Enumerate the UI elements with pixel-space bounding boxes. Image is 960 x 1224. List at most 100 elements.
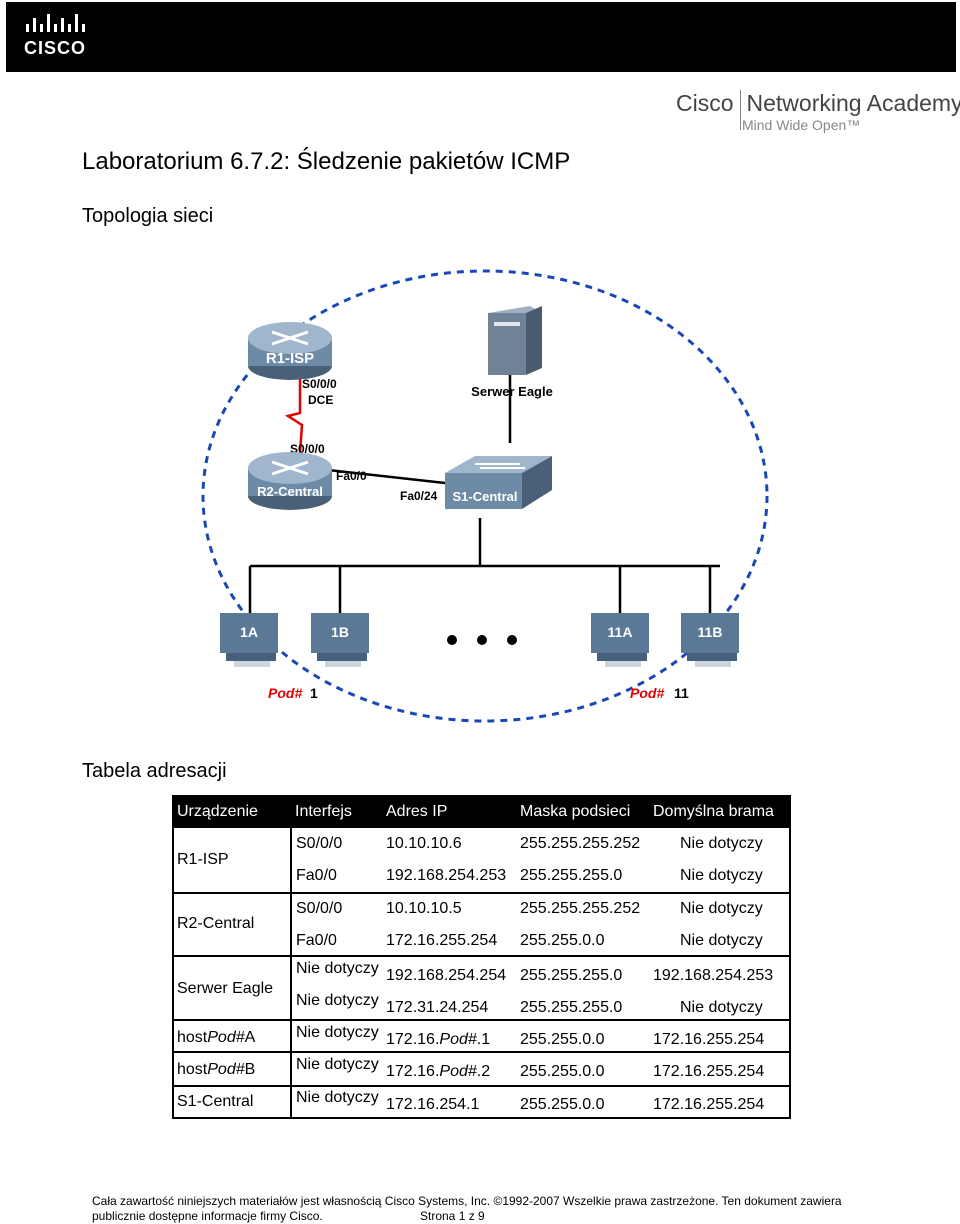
r2-central-router-icon xyxy=(248,452,332,510)
table-cell: 10.10.10.5 xyxy=(386,900,462,917)
ip-suffix: .2 xyxy=(476,1063,491,1080)
host-a-pod: Pod# xyxy=(207,1029,245,1046)
ip-prefix: 172.16. xyxy=(386,1063,440,1080)
serial-link xyxy=(284,378,304,454)
table-cell: S0/0/0 xyxy=(296,900,343,917)
header-bar: CISCO xyxy=(6,2,956,72)
pod11-number: 11 xyxy=(674,685,689,701)
table-cell: 255.255.0.0 xyxy=(520,932,605,949)
table-cell: 172.16.254.1 xyxy=(386,1096,480,1113)
host-11b-icon xyxy=(681,613,739,667)
addressing-table: Urządzenie Interfejs Adres IP Maska pods… xyxy=(172,795,791,1119)
host-b-pod: Pod# xyxy=(207,1061,245,1078)
table-cell: 172.16.255.254 xyxy=(386,932,498,949)
table-cell: Nie dotyczy xyxy=(680,999,763,1016)
row-divider xyxy=(174,1085,791,1087)
table-cell: Fa0/0 xyxy=(296,867,337,884)
ip-prefix: 172.16. xyxy=(386,1031,440,1048)
table-cell: Nie dotyczy xyxy=(680,932,763,949)
switch-label: S1-Central xyxy=(452,489,517,504)
ip-suffix: .1 xyxy=(476,1031,491,1048)
page-number: Strona 1 z 9 xyxy=(420,1209,485,1223)
topology-diagram: R1-ISP S0/0/0 DCE S0/0/0 R2-Central Fa0/… xyxy=(201,269,769,723)
table-cell: Nie dotyczy xyxy=(296,960,379,977)
header-interface: Interfejs xyxy=(295,803,352,820)
device-host-b: hostPod#B xyxy=(177,1061,255,1079)
academy-divider xyxy=(739,90,741,130)
table-cell: Nie dotyczy xyxy=(680,900,763,917)
host-1b-label: 1B xyxy=(331,624,349,640)
ellipsis-dots xyxy=(447,635,517,645)
r1-dce: DCE xyxy=(308,393,333,407)
cisco-bridge-icon xyxy=(26,14,85,32)
host-a-suffix: A xyxy=(244,1029,256,1046)
row-divider xyxy=(174,892,791,894)
table-cell: S0/0/0 xyxy=(296,835,343,852)
table-cell: Nie dotyczy xyxy=(296,1024,379,1041)
table-cell: 192.168.254.253 xyxy=(386,867,507,884)
table-cell: 192.168.254.254 xyxy=(386,967,507,984)
table-cell: 172.16.255.254 xyxy=(653,1063,765,1080)
table-heading: Tabela adresacji xyxy=(82,760,227,782)
table-cell: 172.31.24.254 xyxy=(386,999,489,1016)
copyright-line-1: Cała zawartość niniejszych materiałów je… xyxy=(92,1194,842,1208)
table-cell-ip-host-b: 172.16.Pod#.2 xyxy=(386,1063,490,1081)
switch-icon xyxy=(445,456,552,509)
academy-name: Networking Academy xyxy=(746,90,960,116)
table-cell: 255.255.255.0 xyxy=(520,967,623,984)
host-b-suffix: B xyxy=(244,1061,256,1078)
row-divider xyxy=(174,1019,791,1021)
cisco-wordmark: CISCO xyxy=(24,38,87,58)
table-cell: Nie dotyczy xyxy=(680,867,763,884)
table-cell: Nie dotyczy xyxy=(296,1056,379,1073)
table-cell: 255.255.255.252 xyxy=(520,835,641,852)
table-header-row: Urządzenie Interfejs Adres IP Maska pods… xyxy=(174,797,789,828)
host-a-prefix: host xyxy=(177,1029,208,1046)
ip-pod: Pod# xyxy=(439,1031,477,1048)
pod1-prefix: Pod# xyxy=(268,685,302,701)
host-11b-label: 11B xyxy=(698,624,723,640)
pod1-number: 1 xyxy=(310,685,318,701)
table-cell: 192.168.254.253 xyxy=(653,967,774,984)
table-cell: 172.16.255.254 xyxy=(653,1096,765,1113)
server-label: Serwer Eagle xyxy=(471,384,553,399)
device-s1: S1-Central xyxy=(177,1093,254,1110)
academy-cisco: Cisco xyxy=(676,90,734,116)
table-cell: 255.255.0.0 xyxy=(520,1031,605,1048)
column-divider xyxy=(290,828,292,1117)
host-1a-icon xyxy=(220,613,278,667)
page-title: Laboratorium 6.7.2: Śledzenie pakietów I… xyxy=(82,148,571,175)
r1-isp-router-icon xyxy=(248,322,332,380)
table-cell: 255.255.0.0 xyxy=(520,1063,605,1080)
table-cell: Nie dotyczy xyxy=(296,1089,379,1106)
table-cell: Nie dotyczy xyxy=(296,992,379,1009)
table-cell: 172.16.255.254 xyxy=(653,1031,765,1048)
r2-label: R2-Central xyxy=(257,484,323,499)
table-cell-ip-host-a: 172.16.Pod#.1 xyxy=(386,1031,490,1049)
device-server: Serwer Eagle xyxy=(177,980,274,997)
host-11a-label: 11A xyxy=(608,624,633,640)
network-boundary xyxy=(201,269,769,723)
header-ip: Adres IP xyxy=(386,803,448,820)
r2-fa-if: Fa0/0 xyxy=(336,469,367,483)
host-1a-label: 1A xyxy=(240,624,258,640)
pod11-prefix: Pod# xyxy=(630,685,664,701)
table-cell: 255.255.255.0 xyxy=(520,867,623,884)
host-11a-icon xyxy=(591,613,649,667)
copyright-line-2: publicznie dostępne informacje firmy Cis… xyxy=(92,1209,323,1223)
table-cell: Fa0/0 xyxy=(296,932,337,949)
switch-fa-if: Fa0/24 xyxy=(400,489,438,503)
r1-serial-if: S0/0/0 xyxy=(302,377,337,391)
device-r2: R2-Central xyxy=(177,915,255,932)
table-cell: Nie dotyczy xyxy=(680,835,763,852)
table-cell: 255.255.0.0 xyxy=(520,1096,605,1113)
header-device: Urządzenie xyxy=(177,803,258,820)
footer: Cała zawartość niniejszych materiałów je… xyxy=(92,1194,842,1224)
table-cell: 255.255.255.252 xyxy=(520,900,641,917)
header-gateway: Domyślna brama xyxy=(653,803,774,820)
device-r1: R1-ISP xyxy=(177,851,229,868)
network-links xyxy=(248,368,720,613)
cisco-logo: CISCO xyxy=(24,14,104,60)
ip-pod: Pod# xyxy=(439,1063,477,1080)
